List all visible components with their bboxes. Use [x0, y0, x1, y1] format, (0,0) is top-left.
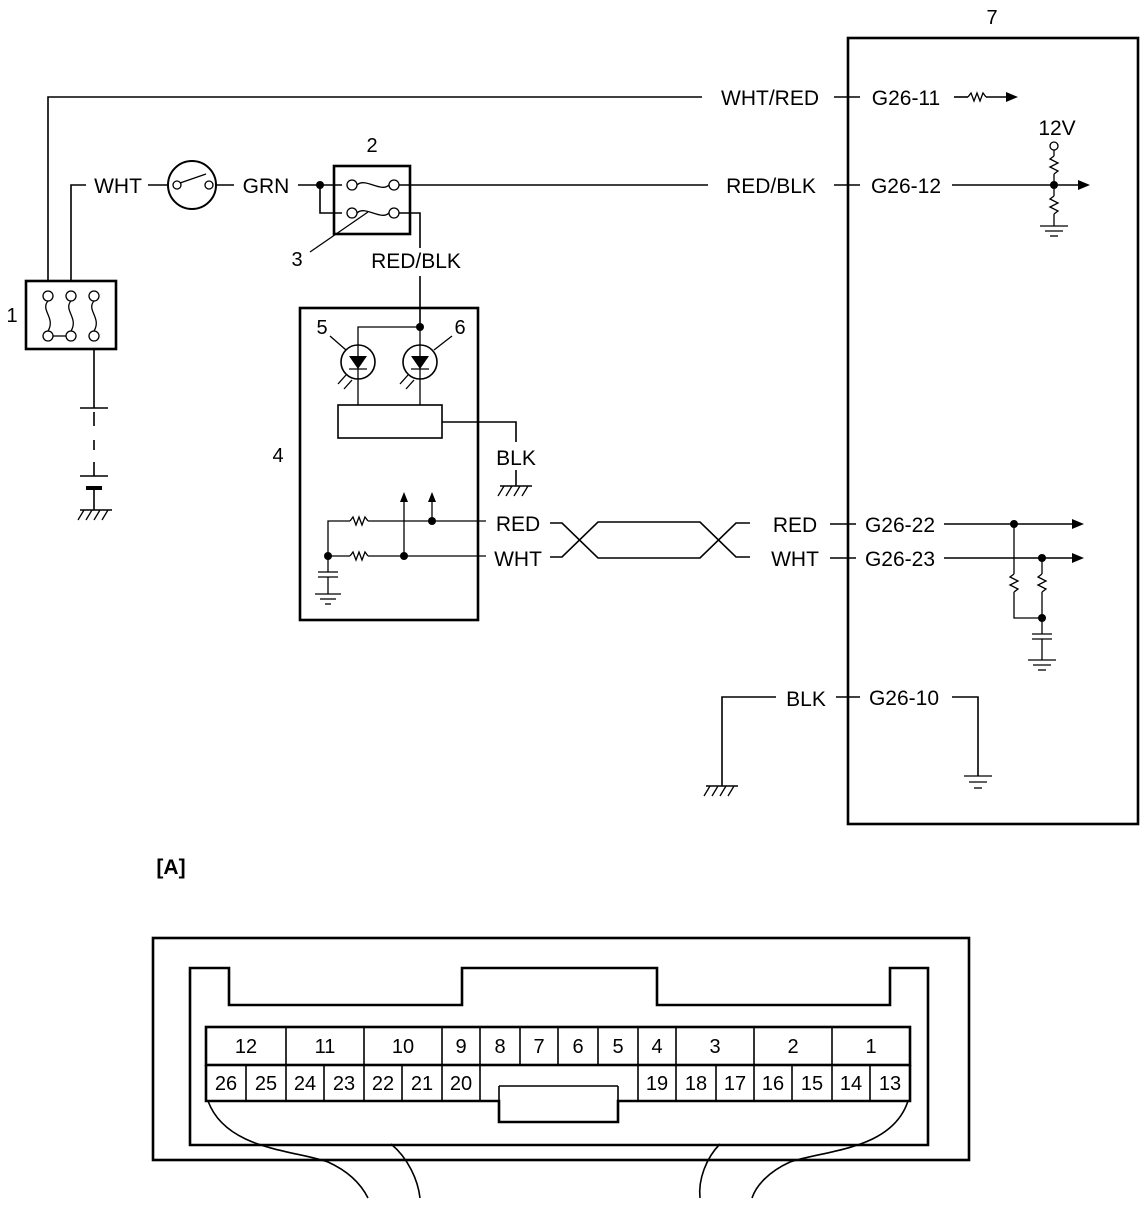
wire-blk-sensor	[442, 421, 517, 442]
connector-housing	[151, 936, 971, 1162]
label-blk-sensor: BLK	[496, 447, 536, 470]
callout-fuse-box: 2	[366, 135, 377, 157]
chassis-ground-sensor	[497, 470, 532, 497]
callout-led-left: 5	[316, 317, 327, 339]
wire-wht	[70, 184, 86, 281]
connector-pin-13: 13	[879, 1073, 901, 1095]
terminal-g26-11: G26-11	[872, 87, 941, 110]
connector-pin-21: 21	[411, 1073, 433, 1095]
label-red-blk-right: RED/BLK	[726, 175, 816, 198]
label-wht-red: WHT/RED	[721, 87, 819, 110]
voltage-divider	[1040, 141, 1068, 237]
connector-shell	[188, 966, 930, 1147]
connector-pin-25: 25	[255, 1073, 277, 1095]
label-red-left: RED	[496, 513, 540, 536]
connector-pin-6: 6	[572, 1036, 583, 1058]
chassis-ground-module	[703, 780, 738, 797]
connector-pin-18: 18	[685, 1073, 707, 1095]
battery-symbol	[77, 349, 112, 521]
connector-pin-12: 12	[235, 1036, 257, 1058]
sensor-unit-box	[298, 306, 480, 622]
label-red-right: RED	[773, 514, 817, 537]
output-arrow-g26-11	[954, 91, 1018, 103]
twisted-pair	[550, 521, 750, 559]
wire-blk-ground	[721, 696, 776, 780]
signal-ground-module	[952, 696, 992, 789]
callout-battery-fuse-box: 1	[6, 305, 17, 327]
label-wht-left: WHT	[494, 548, 542, 571]
connector-pin-24: 24	[294, 1073, 316, 1095]
module-can-interface	[944, 519, 1084, 671]
connector-pin-5: 5	[612, 1036, 623, 1058]
fuse-elements	[346, 179, 400, 219]
connector-pin-11: 11	[315, 1036, 336, 1058]
harness-wires	[207, 1100, 909, 1199]
control-module-box	[846, 36, 1140, 826]
callout-fuse: 3	[291, 249, 302, 271]
connector-top-cells: 12 11 10 9 8 7 6 5 4 3 2 1	[235, 1027, 877, 1065]
connector-pin-3: 3	[709, 1036, 720, 1058]
sensor-ic	[337, 404, 443, 439]
connector-pin-1: 1	[865, 1036, 876, 1058]
terminal-g26-12: G26-12	[871, 175, 941, 198]
connector-pin-17: 17	[724, 1073, 746, 1095]
connector-pin-2: 2	[787, 1036, 798, 1058]
wire-red-blk-down	[399, 212, 421, 248]
connector-pin-16: 16	[762, 1073, 784, 1095]
sensor-can-interface	[315, 492, 486, 605]
label-wht-right: WHT	[771, 548, 819, 571]
connector-pin-23: 23	[333, 1073, 355, 1095]
label-blk-ground: BLK	[786, 688, 826, 711]
connector-pin-7: 7	[533, 1036, 544, 1058]
terminal-g26-22: G26-22	[865, 514, 935, 537]
connector-pin-4: 4	[651, 1036, 662, 1058]
connector-pin-10: 10	[392, 1036, 414, 1058]
terminal-g26-10: G26-10	[869, 687, 939, 710]
ignition-switch	[167, 160, 217, 210]
connector-pin-26: 26	[215, 1073, 237, 1095]
connector-pin-9: 9	[455, 1036, 466, 1058]
callout-control-module: 7	[986, 7, 997, 29]
label-grn: GRN	[243, 175, 290, 198]
label-red-blk-down: RED/BLK	[371, 250, 461, 273]
label-wht-top: WHT	[94, 175, 142, 198]
connector-pin-22: 22	[372, 1073, 394, 1095]
terminal-g26-23: G26-23	[865, 548, 935, 571]
connector-pin-19: 19	[646, 1073, 668, 1095]
fuse-box	[332, 164, 412, 236]
connector-view-label: [A]	[156, 856, 185, 879]
connector-pin-20: 20	[450, 1073, 472, 1095]
connector-pin-8: 8	[494, 1036, 505, 1058]
callout-led-right: 6	[454, 317, 465, 339]
connector-pin-15: 15	[801, 1073, 823, 1095]
led-left	[337, 344, 376, 390]
connector-pin-14: 14	[840, 1073, 862, 1095]
fusible-links	[42, 290, 100, 342]
led-right	[399, 344, 438, 390]
connector-bottom-right-cells: 19 18 17 16 15 14 13	[646, 1065, 901, 1101]
wire-wht-red	[47, 96, 702, 281]
callout-sensor-unit: 4	[272, 445, 283, 467]
label-12v: 12V	[1038, 117, 1075, 140]
connector-bottom-left-cells: 26 25 24 23 22 21 20	[215, 1065, 472, 1101]
